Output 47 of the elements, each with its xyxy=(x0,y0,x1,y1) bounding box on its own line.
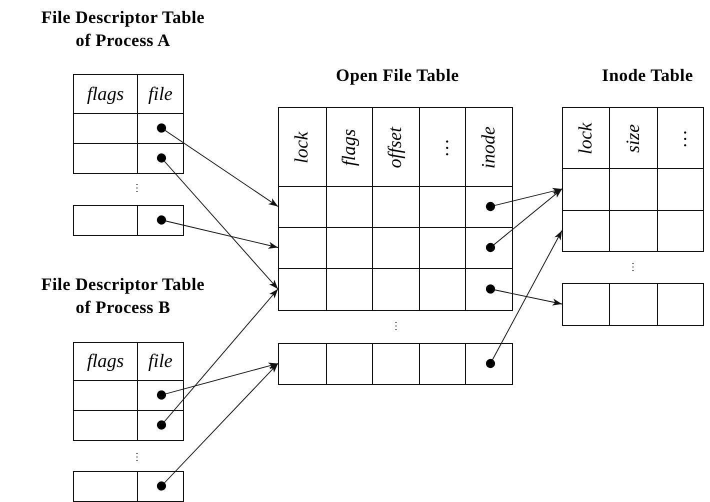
table-title: File Descriptor Table of Process B xyxy=(40,273,206,318)
column-header: flags xyxy=(86,84,124,104)
pointer-arrow xyxy=(156,123,278,207)
column-header: size xyxy=(624,124,643,152)
table-row xyxy=(562,168,704,211)
column-header: flags xyxy=(86,352,124,371)
table-row xyxy=(73,471,184,502)
pointer-arrow xyxy=(486,188,562,252)
ellipsis: ⋮ xyxy=(627,263,639,273)
table-row xyxy=(278,186,513,228)
table-row xyxy=(562,210,704,252)
table-row xyxy=(278,227,513,269)
column-header: … xyxy=(433,138,452,156)
ellipsis: ⋮ xyxy=(131,184,143,194)
table-row xyxy=(278,343,513,385)
table-row xyxy=(562,283,704,326)
column-header: file xyxy=(148,84,173,104)
table-row xyxy=(278,268,513,311)
pointer-arrow xyxy=(156,153,278,290)
column-header: inode xyxy=(480,126,499,168)
table-header-row xyxy=(278,107,513,187)
pointer-arrow xyxy=(156,215,278,249)
column-header: … xyxy=(670,130,690,146)
table-header-row xyxy=(562,107,704,169)
pointer-arrow xyxy=(486,230,562,368)
table-title: Inode Table xyxy=(600,64,694,87)
table-row xyxy=(73,113,184,144)
column-header: lock xyxy=(292,131,312,163)
pointer-arrow xyxy=(156,363,278,491)
table-row xyxy=(73,143,184,174)
column-header: flags xyxy=(340,128,359,166)
table-header-row xyxy=(73,342,184,381)
column-header: offset xyxy=(386,126,406,168)
pointer-arrow xyxy=(156,362,278,400)
column-header: lock xyxy=(576,122,596,154)
pointer-arrow xyxy=(156,288,278,430)
column-header: file xyxy=(148,352,173,371)
table-row xyxy=(73,410,184,441)
table-row xyxy=(73,205,184,236)
pointer-arrow xyxy=(486,188,562,212)
pointer-arrow xyxy=(486,284,562,306)
table-title: File Descriptor Table of Process A xyxy=(40,6,206,52)
table-header-row xyxy=(73,74,184,114)
ellipsis: ⋮ xyxy=(390,322,402,332)
table-title: Open File Table xyxy=(334,64,460,87)
ellipsis: ⋮ xyxy=(131,453,143,463)
table-row xyxy=(73,380,184,411)
